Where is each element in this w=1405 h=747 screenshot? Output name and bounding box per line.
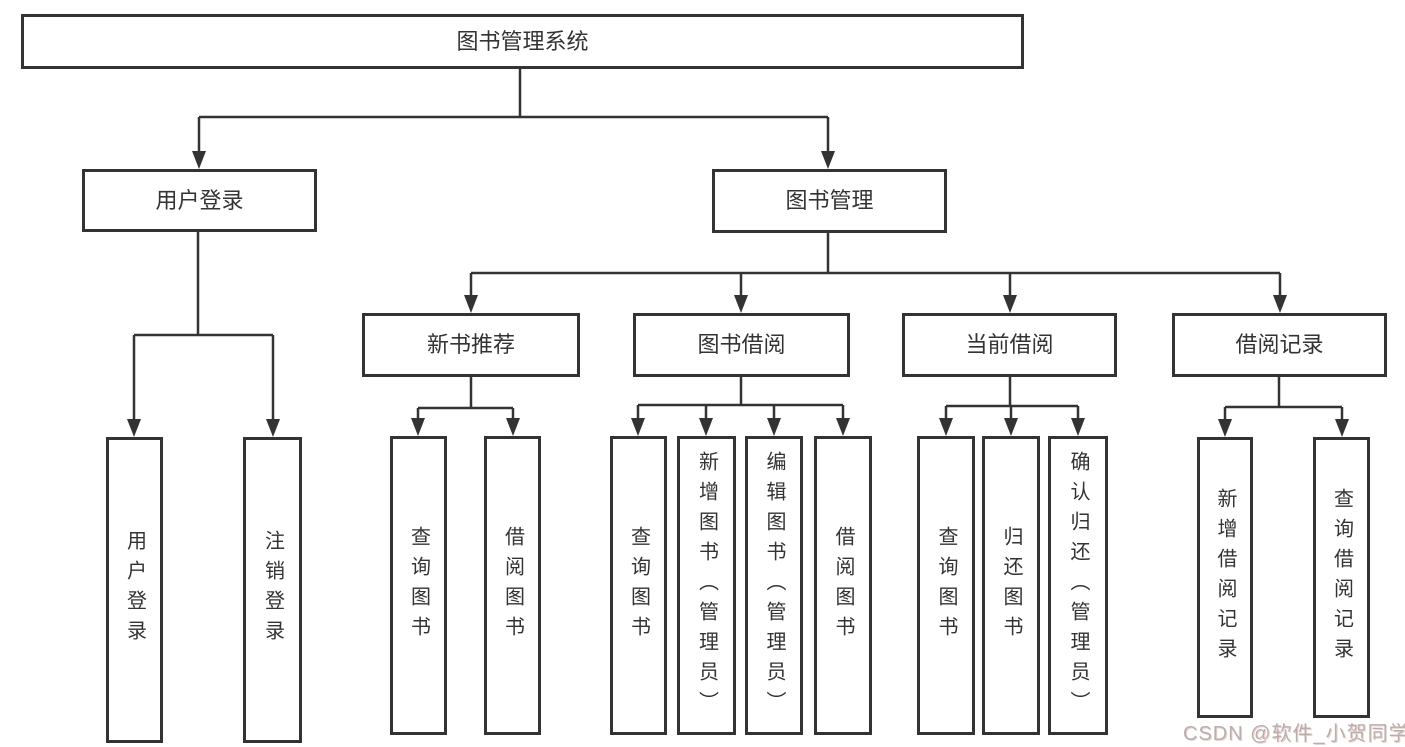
leaf-cb-confirm-return-admin-label: 确认归还（管理员）: [1067, 450, 1089, 721]
node-root-label: 图书管理系统: [456, 28, 589, 54]
leaf-bb-add-books-admin-label: 新增图书（管理员）: [695, 450, 718, 721]
leaf-nb-borrow-books-label: 借阅图书: [501, 525, 524, 646]
node-user-login-label: 用户登录: [155, 187, 244, 213]
node-book-management: 图书管理: [712, 169, 947, 233]
csdn-watermark: CSDN @软件_小贺同学: [1183, 723, 1405, 745]
node-book-borrow-label: 图书借阅: [697, 332, 786, 357]
node-book-borrow: 图书借阅: [633, 313, 850, 377]
leaf-logout-login: 注销登录: [243, 437, 302, 743]
connector-user-login: [132, 232, 275, 420]
node-current-borrow: 当前借阅: [902, 313, 1117, 377]
node-book-management-label: 图书管理: [785, 188, 874, 213]
leaf-br-query-record-label: 查询借阅记录: [1330, 487, 1353, 668]
connector-book-management: [469, 233, 1282, 296]
node-new-book-recommend-label: 新书推荐: [426, 332, 515, 357]
leaf-br-add-record: 新增借阅记录: [1197, 437, 1253, 718]
leaf-logout-login-label: 注销登录: [261, 530, 284, 650]
leaf-user-login: 用户登录: [106, 437, 163, 743]
node-borrow-records-label: 借阅记录: [1235, 332, 1324, 357]
leaf-bb-query-books-label: 查询图书: [627, 525, 650, 646]
leaf-br-query-record: 查询借阅记录: [1313, 437, 1370, 718]
leaf-bb-borrow-books-label: 借阅图书: [832, 525, 854, 646]
leaf-cb-return-books-label: 归还图书: [1000, 525, 1022, 646]
node-new-book-recommend: 新书推荐: [362, 313, 580, 377]
connector-root: [197, 69, 830, 152]
leaf-cb-return-books: 归还图书: [982, 436, 1040, 735]
node-user-login: 用户登录: [82, 169, 317, 232]
leaf-nb-query-books-label: 查询图书: [407, 525, 430, 646]
leaf-bb-borrow-books: 借阅图书: [814, 436, 872, 735]
leaf-nb-borrow-books: 借阅图书: [484, 436, 541, 735]
leaf-cb-query-books: 查询图书: [917, 436, 975, 735]
leaf-cb-confirm-return-admin: 确认归还（管理员）: [1048, 436, 1108, 735]
node-borrow-records: 借阅记录: [1172, 313, 1387, 377]
connector-borrow-records: [1223, 377, 1344, 420]
leaf-br-add-record-label: 新增借阅记录: [1214, 487, 1236, 668]
connector-current-borrow: [944, 377, 1080, 419]
leaf-user-login-label: 用户登录: [123, 530, 146, 650]
leaf-bb-add-books-admin: 新增图书（管理员）: [677, 436, 736, 735]
connector-new-book-recommend: [416, 377, 515, 419]
node-current-borrow-label: 当前借阅: [965, 332, 1054, 357]
node-root: 图书管理系统: [21, 14, 1024, 69]
leaf-bb-query-books: 查询图书: [610, 436, 667, 735]
leaf-nb-query-books: 查询图书: [390, 436, 447, 735]
leaf-bb-edit-books-admin: 编辑图书（管理员）: [745, 436, 803, 735]
connector-book-borrow: [636, 377, 845, 419]
leaf-bb-edit-books-admin-label: 编辑图书（管理员）: [763, 450, 785, 721]
leaf-cb-query-books-label: 查询图书: [935, 525, 957, 646]
arrowheads: [127, 151, 1349, 437]
